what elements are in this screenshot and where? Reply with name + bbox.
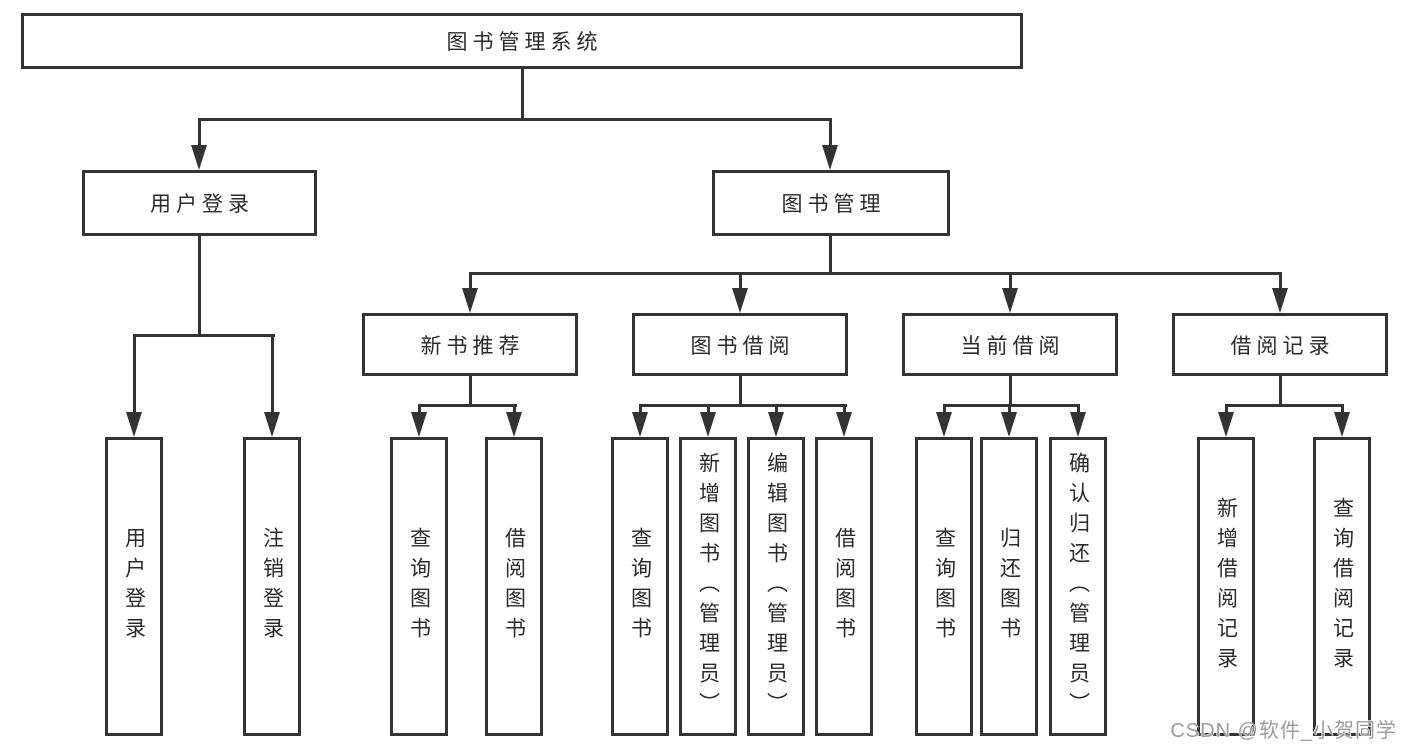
node-label: 当前借阅 — [960, 334, 1065, 358]
connector-book-mgmt-drop-4 — [1279, 272, 1282, 290]
node-label: 图书管理 — [781, 193, 886, 216]
arrow-down-icon — [836, 412, 852, 437]
leaf-label: 新增借阅记录 — [1214, 496, 1238, 677]
connector-book-mgmt-drop-3 — [1009, 272, 1012, 290]
connector-root-rail — [198, 118, 832, 121]
arrow-down-icon — [191, 145, 207, 170]
leaf-query-books-recommend: 查询图书 — [390, 437, 448, 736]
arrow-down-icon — [700, 412, 716, 437]
connector-book-mgmt-stem — [829, 236, 832, 275]
connector-records-drop-1 — [1225, 404, 1228, 416]
connector-borrowing-stem — [739, 376, 742, 407]
connector-borrowing-drop-3 — [775, 404, 778, 416]
connector-current-stem — [1009, 376, 1012, 407]
connector-newbook-rail — [418, 404, 517, 407]
leaf-label: 用户登录 — [122, 526, 146, 647]
leaf-user-login: 用户登录 — [105, 437, 163, 736]
leaf-label: 借阅图书 — [502, 526, 526, 647]
connector-current-rail — [943, 404, 1080, 407]
leaf-return-books: 归还图书 — [980, 437, 1038, 736]
leaf-label: 查询图书 — [628, 526, 652, 647]
leaf-edit-books-admin: 编辑图书（管理员） — [747, 437, 805, 736]
arrow-down-icon — [1218, 412, 1234, 437]
leaf-add-books-admin: 新增图书（管理员） — [679, 437, 737, 736]
node-label: 新书推荐 — [420, 334, 525, 358]
node-library-management-system: 图书管理系统 — [21, 13, 1023, 69]
connector-user-login-stem — [198, 236, 201, 337]
leaf-label: 注销登录 — [260, 526, 284, 647]
arrow-down-icon — [1272, 288, 1288, 313]
connector-current-drop-3 — [1077, 404, 1080, 416]
connector-borrowing-rail — [639, 404, 847, 407]
leaf-borrow-books-borrowing: 借阅图书 — [815, 437, 873, 736]
node-new-book-recommendation: 新书推荐 — [362, 313, 578, 376]
node-book-borrowing: 图书借阅 — [632, 313, 848, 376]
node-label: 图书管理系统 — [446, 31, 603, 54]
arrow-down-icon — [462, 288, 478, 313]
leaf-label: 借阅图书 — [832, 526, 856, 647]
connector-root-stem — [521, 68, 524, 121]
connector-user-login-rail — [133, 334, 275, 337]
leaf-label: 编辑图书（管理员） — [764, 451, 788, 722]
connector-book-mgmt-drop-2 — [739, 272, 742, 290]
leaf-label: 确认归还（管理员） — [1066, 451, 1090, 722]
connector-newbook-stem — [469, 376, 472, 407]
node-user-login: 用户登录 — [82, 170, 317, 236]
arrow-down-icon — [506, 412, 522, 437]
connector-records-stem — [1279, 376, 1282, 407]
connector-book-mgmt-rail — [469, 272, 1282, 275]
arrow-down-icon — [1002, 288, 1018, 313]
leaf-query-borrow-record: 查询借阅记录 — [1313, 437, 1371, 736]
connector-records-rail — [1225, 404, 1344, 407]
connector-newbook-drop-2 — [513, 404, 516, 416]
connector-root-drop-right — [829, 118, 832, 148]
node-borrowing-records: 借阅记录 — [1172, 313, 1388, 376]
connector-current-drop-1 — [943, 404, 946, 416]
leaf-confirm-return-admin: 确认归还（管理员） — [1049, 437, 1107, 736]
leaf-label: 查询图书 — [932, 526, 956, 647]
arrow-down-icon — [822, 145, 838, 170]
arrow-down-icon — [126, 412, 142, 437]
leaf-add-borrow-record: 新增借阅记录 — [1197, 437, 1255, 736]
leaf-borrow-books-recommend: 借阅图书 — [485, 437, 543, 736]
connector-user-login-drop-2 — [271, 334, 274, 414]
connector-borrowing-drop-4 — [843, 404, 846, 416]
node-label: 图书借阅 — [690, 334, 795, 358]
arrow-down-icon — [768, 412, 784, 437]
arrow-down-icon — [1334, 412, 1350, 437]
arrow-down-icon — [411, 412, 427, 437]
connector-book-mgmt-drop-1 — [469, 272, 472, 290]
node-current-borrowing: 当前借阅 — [902, 313, 1118, 376]
connector-borrowing-drop-1 — [639, 404, 642, 416]
arrow-down-icon — [732, 288, 748, 313]
leaf-label: 新增图书（管理员） — [696, 451, 720, 722]
connector-newbook-drop-1 — [418, 404, 421, 416]
connector-user-login-drop-1 — [133, 334, 136, 414]
arrow-down-icon — [1070, 412, 1086, 437]
arrow-down-icon — [632, 412, 648, 437]
connector-records-drop-2 — [1341, 404, 1344, 416]
leaf-label: 查询图书 — [407, 526, 431, 647]
leaf-label: 查询借阅记录 — [1330, 496, 1354, 677]
connector-root-drop-left — [198, 118, 201, 148]
connector-current-drop-2 — [1008, 404, 1011, 416]
node-book-management: 图书管理 — [712, 170, 950, 236]
csdn-watermark: CSDN @软件_小贺同学 — [1170, 720, 1397, 742]
leaf-query-books-borrowing: 查询图书 — [611, 437, 669, 736]
leaf-logout: 注销登录 — [243, 437, 301, 736]
node-label: 借阅记录 — [1230, 334, 1335, 358]
leaf-label: 归还图书 — [997, 526, 1021, 647]
leaf-query-books-current: 查询图书 — [915, 437, 973, 736]
arrow-down-icon — [1001, 412, 1017, 437]
arrow-down-icon — [264, 412, 280, 437]
connector-borrowing-drop-2 — [707, 404, 710, 416]
arrow-down-icon — [936, 412, 952, 437]
node-label: 用户登录 — [150, 193, 254, 216]
